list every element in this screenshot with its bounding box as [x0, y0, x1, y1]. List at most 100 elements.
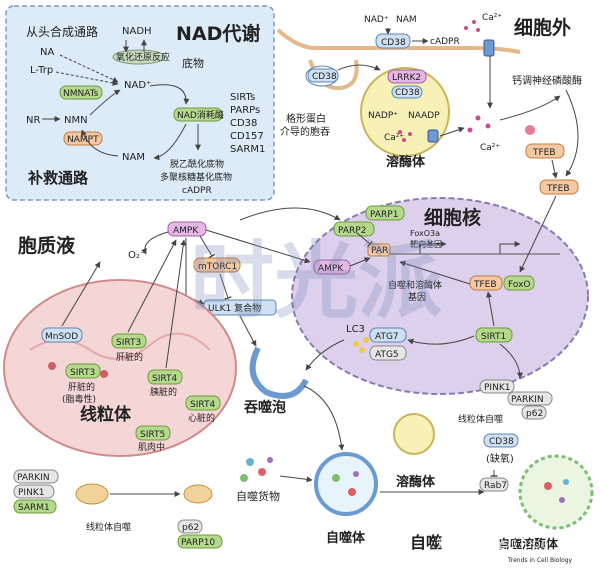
nad-consumer-label: NAD消耗酶	[177, 109, 224, 121]
ext-ca-label: Ca²⁺	[482, 13, 502, 23]
nam-label: NAM	[122, 152, 145, 163]
parp10-label: PARP10	[181, 538, 215, 548]
cytosol-label: 胞质液	[18, 234, 76, 257]
lyso-ca-out-label: Ca²⁺	[480, 143, 500, 153]
foxo-pill-label: FoxO	[508, 280, 531, 290]
product-parylated: 多聚核糖基化底物	[160, 171, 232, 183]
lyso-cd38-label: CD38	[395, 88, 420, 98]
mitochondria-label: 线粒体	[80, 404, 132, 425]
autolysosome-label: 自噬溶酶体	[498, 536, 559, 551]
phagophore	[249, 346, 309, 399]
p62-right-label: p62	[526, 409, 543, 419]
nampt-label: NAMPT	[67, 135, 99, 145]
phagophore-label: 吞噬泡	[244, 399, 286, 416]
redox-pill	[112, 49, 166, 65]
lysosome-bottom-label: 溶酶体	[396, 474, 436, 490]
mitochondrion	[3, 279, 237, 457]
inset-title: NAD代谢	[176, 22, 260, 45]
nr-label: NR	[26, 115, 40, 126]
hypoxia-label: (缺氧)	[486, 452, 514, 465]
rab7-label: Rab7	[484, 481, 507, 491]
ext-nad-label: NAD⁺	[364, 15, 389, 25]
nad-metabolism-inset	[5, 5, 275, 201]
autophagosome	[314, 452, 378, 516]
sirt4-1-tissue: 胰脏的	[150, 386, 177, 398]
redox-label: 氧化还原反应	[116, 51, 170, 63]
lysosome-top-label: 溶酶体	[386, 154, 426, 170]
nmnats-label: NMNATs	[63, 89, 99, 99]
cd38-endosome-label: CD38	[312, 72, 337, 82]
substrate-label: 底物	[182, 56, 204, 70]
sirt5-label: SIRT5	[140, 430, 165, 440]
lyso-ca-label: Ca²⁺	[384, 133, 404, 143]
foxo-target-label-1: FoxO3a	[410, 229, 440, 238]
parp1-label: PARP1	[370, 210, 398, 220]
engulf-label-2: 介导的胞吞	[280, 125, 330, 138]
sirt4-1-label: SIRT4	[152, 374, 177, 384]
consumer-parps: PARPs	[230, 105, 260, 116]
nuc-ampk-label: AMPK	[318, 264, 344, 274]
sirt3-1-tissue: 肝脏的	[116, 351, 143, 363]
atg7-label: ATG7	[375, 332, 399, 342]
lysosome-top	[360, 67, 450, 157]
consumer-cd38: CD38	[230, 118, 257, 129]
ltrp-label: L-Trp	[30, 65, 53, 76]
autophagy-genes-label-2: 基因	[408, 291, 426, 303]
na-label: NA	[40, 47, 54, 58]
mnsod-label: MnSOD	[45, 332, 78, 342]
tfeb-1-label: TFEB	[532, 148, 556, 158]
nadh-label: NADH	[122, 26, 152, 37]
watermark-zhihu: 知乎 @时光派Tube	[436, 536, 549, 552]
autophagy-genes-label-1: 自噬和溶酶体	[388, 279, 442, 291]
mtorc1-label: mTORC1	[198, 262, 237, 272]
tfeb-2-label: TFEB	[546, 184, 570, 194]
sirt3-2-tissue-2: (脂毒性)	[62, 393, 96, 405]
bottom-p62-label: p62	[182, 523, 199, 533]
bottom-parkin-label: PARKIN	[17, 473, 50, 483]
nucleus-label: 细胞核	[424, 206, 481, 229]
autophagy-label: 自噬	[410, 533, 442, 552]
lrrk2-label: LRRK2	[392, 73, 421, 83]
nad-consumer-pill	[173, 107, 223, 122]
bottom-pink1-label: PINK1	[18, 488, 44, 498]
bottom-mitophagy-label: 线粒体自噬	[86, 521, 131, 533]
nucleus	[291, 197, 589, 395]
consumer-cd157: CD157	[230, 131, 264, 142]
nmn-label: NMN	[64, 115, 88, 126]
lyso-naadp-label: NAADP	[408, 111, 440, 121]
consumer-sirts: SIRTs	[230, 92, 255, 103]
cd38-top-label: CD38	[381, 38, 406, 48]
watermark-logo: 时光派	[190, 232, 442, 330]
product-deacetylated: 脱乙酰化底物	[170, 158, 224, 170]
ampk-label: AMPK	[173, 226, 199, 236]
damaged-mito	[75, 483, 109, 505]
product-cadpr: cADPR	[182, 186, 212, 196]
par-label: PAR	[371, 246, 388, 256]
salvage-label: 补救通路	[27, 169, 89, 187]
cargo-label: 自噬货物	[236, 489, 280, 503]
sirt4-2-tissue: 心脏的	[188, 412, 215, 424]
parp2-label: PARP2	[338, 226, 366, 236]
atg5-label: ATG5	[375, 350, 399, 360]
lyso-channel	[427, 129, 439, 143]
lc3-label: LC3	[346, 324, 365, 335]
nmnats-pill	[59, 85, 103, 100]
bottom-sarm1-label: SARM1	[18, 503, 50, 513]
sirt3-2-tissue-1: 肝脏的	[68, 381, 95, 393]
pink1-label: PINK1	[484, 383, 510, 393]
ca-channel	[483, 39, 495, 57]
ulk1-label: ULK1 复合物	[208, 302, 261, 314]
sirt3-1-label: SIRT3	[116, 338, 141, 348]
autolysosome	[518, 454, 594, 530]
journal-label: Trends in Cell Biology	[507, 557, 573, 564]
consumer-sarm1: SARM1	[230, 144, 265, 155]
sirt3-2-label: SIRT3	[70, 368, 95, 378]
engulf-label-1: 格形蛋白	[286, 112, 326, 125]
autophagosome-label: 自噬体	[326, 530, 366, 546]
ext-nam-label: NAM	[396, 15, 417, 25]
parkin-label: PARKIN	[511, 395, 544, 405]
extracellular-label: 细胞外	[514, 16, 571, 39]
lysosome-bottom	[393, 413, 435, 455]
de-novo-label: 从头合成通路	[26, 24, 98, 39]
